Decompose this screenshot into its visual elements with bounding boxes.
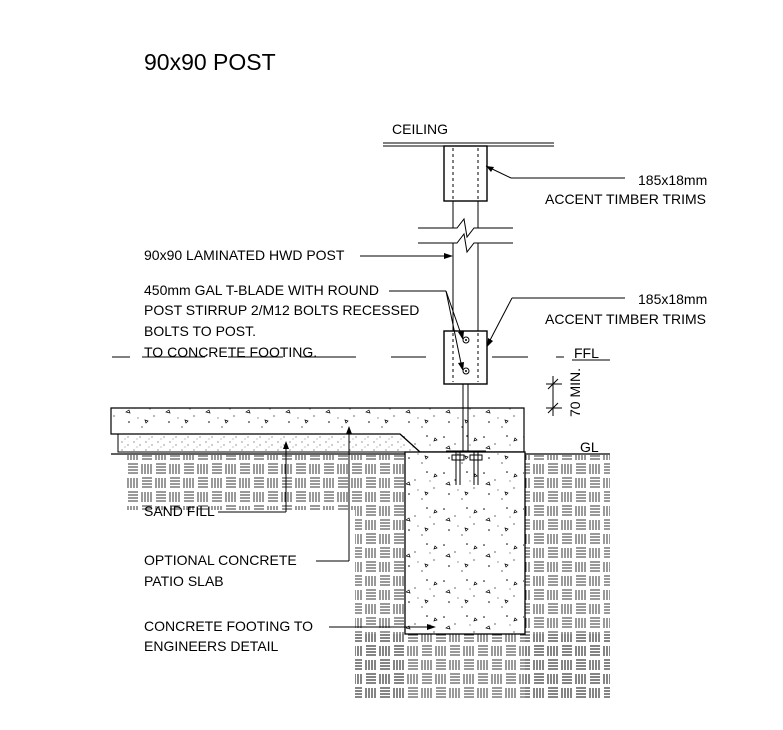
patio-slab-label-2: PATIO SLAB [144,573,224,589]
stirrup-label-2: POST STIRRUP 2/M12 BOLTS RECESSED [144,302,419,318]
top-trim-label-1: 185x18mm [638,172,707,188]
break-mark-lower [418,232,513,254]
top-trim-label-2: ACCENT TIMBER TRIMS [545,191,706,207]
post-label: 90x90 LAMINATED HWD POST [144,247,345,263]
top-timber-trim [443,145,488,202]
footing-label-1: CONCRETE FOOTING TO [144,618,313,634]
earth-bottom [355,634,610,698]
stirrup-label-1: 450mm GAL T-BLADE WITH ROUND [144,282,379,298]
bottom-trim-label-1: 185x18mm [638,291,707,307]
bottom-timber-trim [443,330,488,385]
gl-label: GL [580,439,599,455]
drawing-title: 90x90 POST [144,49,276,75]
ceiling-label: CEILING [392,121,448,137]
ffl-label: FFL [574,345,599,361]
bottom-trim-leader [486,297,513,347]
footing-label-2: ENGINEERS DETAIL [144,638,279,654]
stirrup-label-3: BOLTS TO POST. [144,323,256,339]
ffl-line [112,356,610,361]
sand-fill-layer [117,433,422,453]
break-mark-upper [418,217,513,239]
min-dimension [546,376,562,416]
stirrup-label-4: TO CONCRETE FOOTING. [144,344,317,360]
bottom-trim-label-2: ACCENT TIMBER TRIMS [545,311,706,327]
anchor-bolts [446,450,486,485]
patio-slab-label-1: OPTIONAL CONCRETE [144,552,297,568]
sand-fill-label: SAND FILL [144,503,215,519]
min-dimension-label: 70 MIN. [567,368,583,417]
